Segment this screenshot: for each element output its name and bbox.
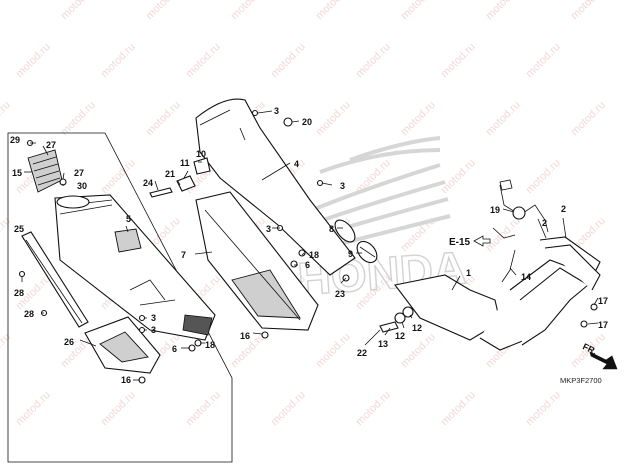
watermark-text: motod.ru — [314, 99, 353, 138]
watermark-text: motod.ru — [354, 389, 393, 428]
muffler-left — [54, 194, 216, 341]
part-number-29: 29 — [10, 135, 20, 145]
part-number-13: 13 — [378, 339, 388, 349]
watermark-text: motod.ru — [0, 215, 13, 254]
part-number-17: 17 — [598, 296, 608, 306]
part-number-26: 26 — [64, 337, 74, 347]
watermark-text: motod.ru — [524, 157, 563, 196]
watermark-text: motod.ru — [439, 389, 478, 428]
muffler-heat-shield — [84, 316, 161, 374]
part-number-3: 3 — [266, 224, 271, 234]
fasteners — [18, 109, 598, 384]
watermark-text: motod.ru — [314, 331, 353, 370]
part-number-5: 5 — [126, 214, 131, 224]
part-number-18: 18 — [205, 340, 215, 350]
watermark-text: motod.ru — [99, 389, 138, 428]
watermark-text: motod.ru — [439, 41, 478, 80]
muffler-bracket — [114, 228, 142, 253]
part-number-1: 1 — [466, 268, 471, 278]
part-number-25: 25 — [14, 224, 24, 234]
watermark-text: motod.ru — [99, 41, 138, 80]
watermark-text: motod.ru — [0, 99, 13, 138]
part-callouts: 1 2 2 3 3 3 3 3 4 5 6 6 7 8 9 10 11 12 1… — [10, 106, 608, 385]
part-number-9: 9 — [348, 249, 353, 259]
part-number-15: 15 — [12, 168, 22, 178]
part-number-3: 3 — [151, 325, 156, 335]
o2-sensor — [492, 179, 549, 283]
part-number-17: 17 — [598, 320, 608, 330]
watermark-text: motod.ru — [0, 0, 13, 22]
watermark-text: motod.ru — [144, 0, 183, 22]
part-number-27: 27 — [74, 168, 84, 178]
part-number-30: 30 — [77, 181, 87, 191]
part-number-27: 27 — [46, 140, 56, 150]
joint-gasket — [334, 219, 378, 264]
part-number-21: 21 — [165, 169, 175, 179]
watermark-text: motod.ru — [269, 389, 308, 428]
part-number-14: 14 — [521, 272, 531, 282]
watermark-text: motod.ru — [0, 331, 13, 370]
watermark-text: motod.ru — [569, 0, 608, 22]
part-number-3: 3 — [274, 106, 279, 116]
part-number-3: 3 — [151, 313, 156, 323]
watermark-text: motod.ru — [524, 389, 563, 428]
exhaust-pipe — [394, 236, 601, 351]
part-number-11: 11 — [180, 158, 190, 168]
watermark-text: motod.ru — [314, 0, 353, 22]
part-number-19: 19 — [490, 205, 500, 215]
part-number-16: 16 — [121, 375, 131, 385]
part-number-12: 12 — [395, 331, 405, 341]
part-number-23: 23 — [335, 289, 345, 299]
reference-label: E-15 — [449, 237, 471, 248]
part-number-22: 22 — [357, 348, 367, 358]
subassembly-frame — [7, 132, 233, 463]
part-number-6: 6 — [305, 260, 310, 270]
part-number-12: 12 — [412, 323, 422, 333]
part-number-8: 8 — [329, 224, 334, 234]
part-number-18: 18 — [309, 250, 319, 260]
part-number-7: 7 — [181, 250, 186, 260]
watermark-text: motod.ru — [399, 0, 438, 22]
watermark-text: motod.ru — [269, 41, 308, 80]
watermark-text: motod.ru — [59, 0, 98, 22]
watermark-text: motod.ru — [14, 389, 53, 428]
watermark-text: motod.ru — [569, 99, 608, 138]
watermark-text: motod.ru — [184, 41, 223, 80]
part-number-2: 2 — [561, 204, 566, 214]
heat-protector — [195, 191, 319, 331]
part-number-10: 10 — [196, 149, 206, 159]
watermark-text: motod.ru — [229, 0, 268, 22]
watermark-text: motod.ru — [354, 41, 393, 80]
part-number-6: 6 — [172, 344, 177, 354]
watermark-text: motod.ru — [99, 157, 138, 196]
reference-callout: E-15 — [449, 235, 491, 248]
protector-band — [21, 231, 89, 328]
part-number-4: 4 — [294, 159, 299, 169]
leader-lines — [21, 110, 599, 381]
watermark-text: motod.ru — [59, 99, 98, 138]
watermark-text: motod.ru — [14, 41, 53, 80]
watermark-text: motod.ru — [144, 99, 183, 138]
diagram-code: MKP3F2700 — [560, 376, 602, 385]
watermark-text: motod.ru — [484, 0, 523, 22]
part-number-24: 24 — [143, 178, 153, 188]
watermark-text: motod.ru — [399, 99, 438, 138]
muffler-cover — [195, 98, 356, 276]
part-number-16: 16 — [240, 331, 250, 341]
watermark-text: motod.ru — [439, 157, 478, 196]
part-number-20: 20 — [302, 117, 312, 127]
watermark-text: motod.ru — [484, 99, 523, 138]
part-number-28: 28 — [14, 288, 24, 298]
watermark-text: motod.ru — [484, 215, 523, 254]
part-number-28: 28 — [24, 309, 34, 319]
part-number-3: 3 — [340, 181, 345, 191]
part-number-2: 2 — [542, 218, 547, 228]
muffler-end-cap — [27, 149, 63, 193]
watermark-text: motod.ru — [184, 389, 223, 428]
watermark-text: motod.ru — [524, 41, 563, 80]
